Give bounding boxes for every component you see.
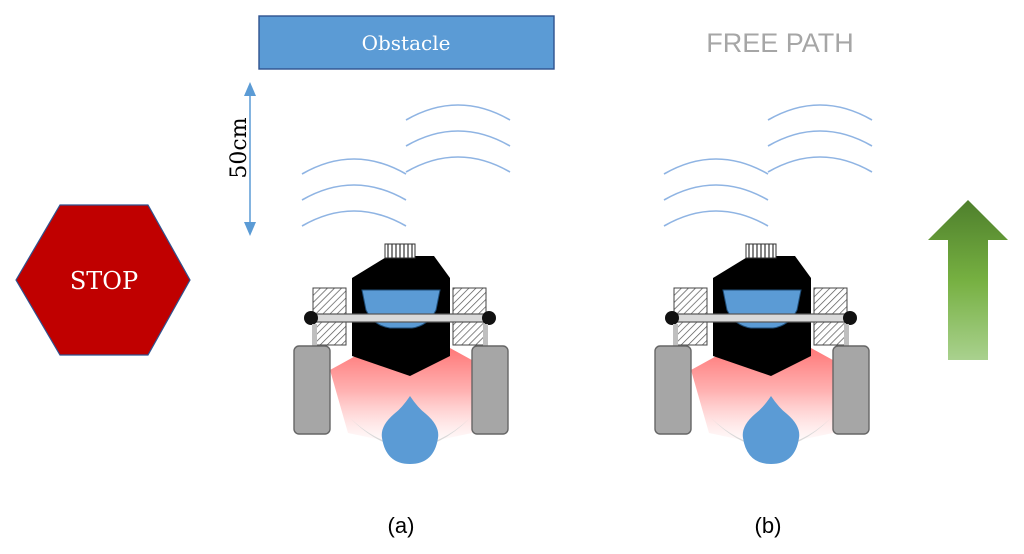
arrow-up-head-icon <box>244 82 256 96</box>
sonar-waves-right-icon <box>767 104 873 173</box>
distance-label: 50cm <box>227 117 252 178</box>
free-path-label: FREE PATH <box>706 28 854 58</box>
caption-b: (b) <box>755 513 782 538</box>
robot-icon <box>654 243 870 465</box>
robot-b <box>654 104 873 465</box>
stop-sign: STOP <box>15 204 191 356</box>
stop-label: STOP <box>70 267 138 295</box>
obstacle-label: Obstacle <box>362 31 451 55</box>
up-arrow-icon <box>928 200 1008 360</box>
caption-a: (a) <box>388 513 415 538</box>
sonar-waves-left-icon <box>301 158 407 227</box>
obstacle-box: Obstacle <box>258 15 555 70</box>
robot-icon <box>293 243 509 465</box>
sonar-waves-left-icon <box>663 158 769 227</box>
arrow-down-head-icon <box>244 222 256 236</box>
sonar-waves-right-icon <box>405 104 511 173</box>
stop-sign-icon <box>15 204 191 356</box>
robot-a <box>293 104 511 465</box>
distance-indicator: 50cm <box>227 82 256 236</box>
